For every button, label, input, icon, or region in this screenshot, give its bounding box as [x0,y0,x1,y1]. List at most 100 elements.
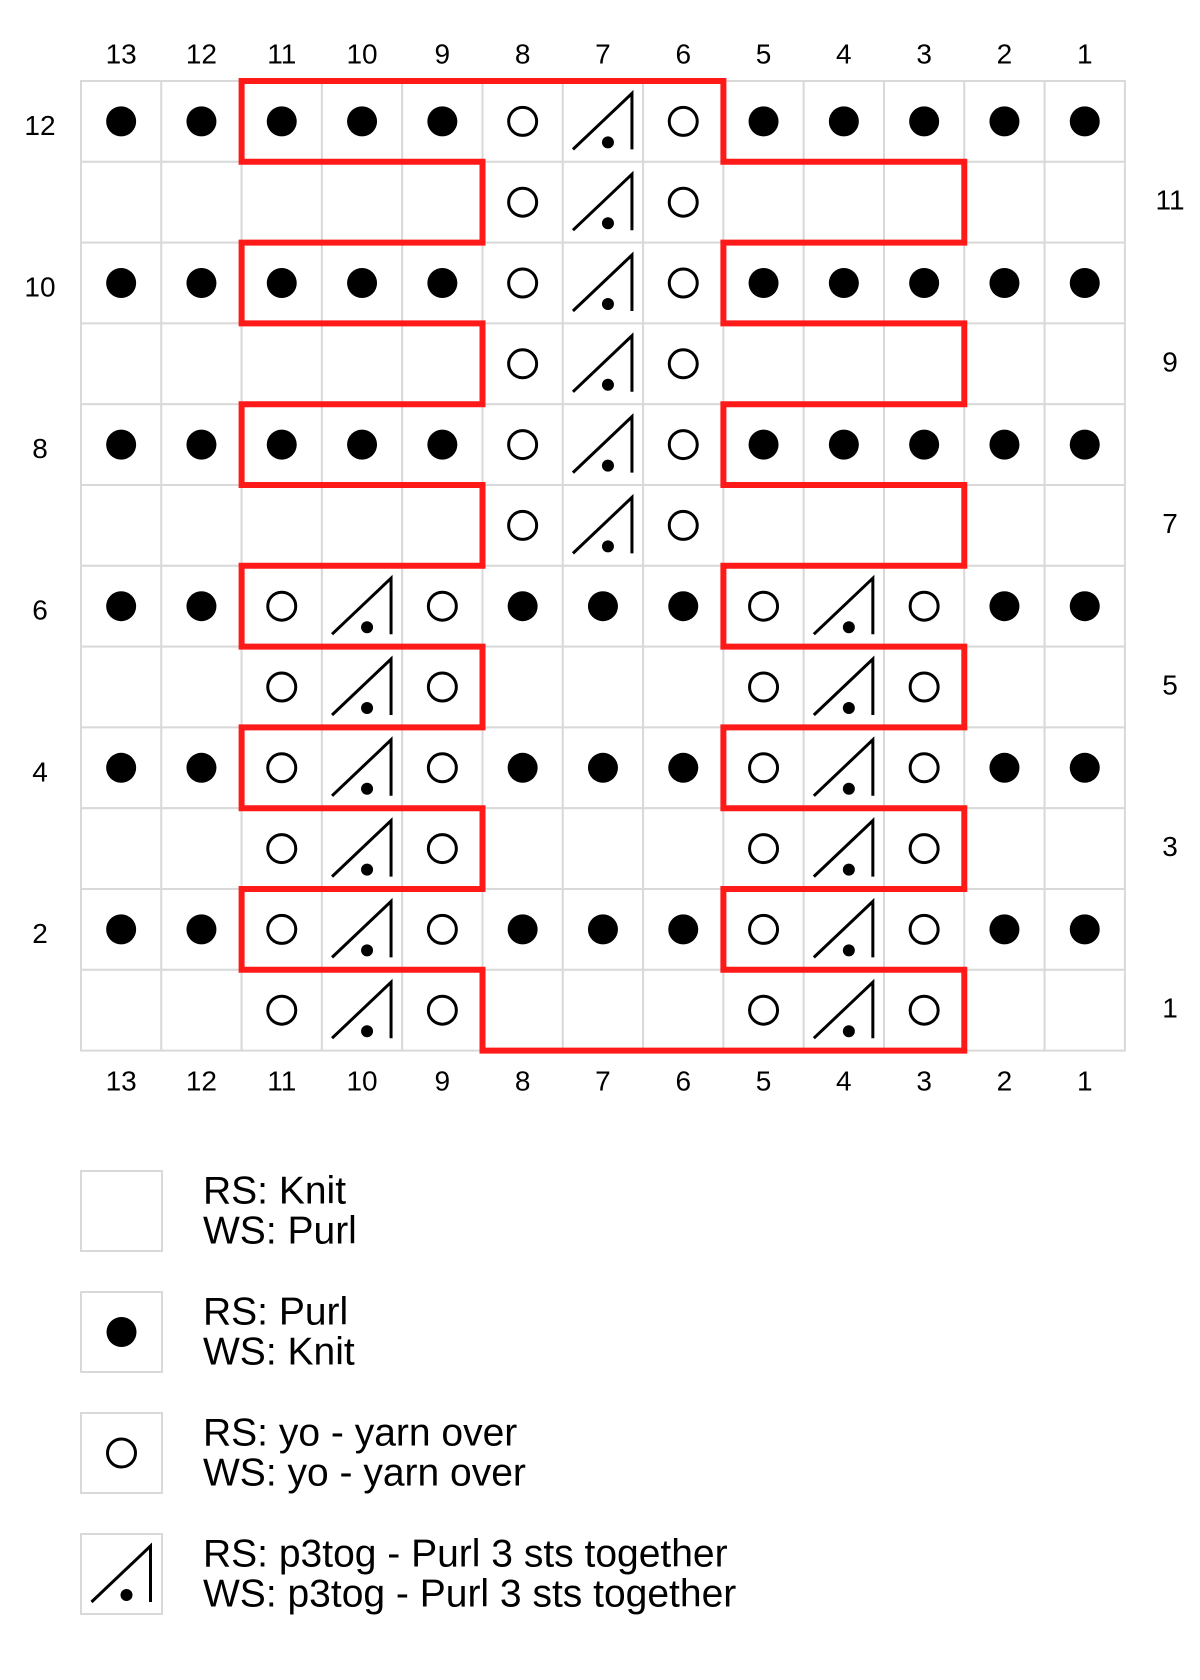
column-label-bottom: 2 [997,1066,1013,1097]
purl-dot-icon [587,752,618,783]
column-label-top: 12 [186,39,217,70]
legend-rs-text: RS: Knit [203,1170,346,1213]
p3tog-stroke [812,897,875,959]
purl-dot-icon [748,268,779,298]
chart-cell [160,807,243,891]
chart-cell [240,160,323,244]
chart-cell [240,888,323,971]
row-label-left: 4 [32,756,48,787]
p3tog-stroke [90,1542,152,1604]
yarn-over-circle-icon [426,994,458,1026]
chart-cell [883,726,966,810]
chart-cell [883,807,966,891]
p3tog-dot [601,217,614,230]
p3tog-icon [331,817,393,878]
yarn-over-circle-icon [426,671,458,703]
chart-cell [401,807,484,891]
row-label-right: 1 [1162,993,1178,1024]
p3tog-icon [571,493,634,555]
column-label-top: 8 [515,39,531,70]
chart-grid [80,80,1126,1052]
p3tog-icon [812,817,875,878]
chart-cell [883,322,966,406]
yarn-over-circle-icon [667,267,699,299]
purl-dot-icon [106,752,137,783]
p3tog-dot [361,863,374,876]
yarn-over-circle-icon [426,833,458,865]
chart-cell [80,160,163,244]
column-label-bottom: 11 [267,1066,296,1097]
row-label-left: 8 [32,433,48,464]
chart-cell [561,807,645,891]
p3tog-icon [812,897,875,959]
purl-dot-icon [347,268,378,298]
purl-dot-icon [1069,591,1100,622]
purl-dot-icon [748,106,779,137]
row-label-left: 6 [32,595,48,626]
p3tog-icon [571,170,634,232]
p3tog-dot [601,136,614,149]
chart-cell [642,645,725,729]
row-label-right: 9 [1162,346,1178,377]
chart-cell [481,484,564,567]
purl-dot-icon [828,106,859,137]
yarn-over-circle-icon [507,348,539,380]
column-label-top: 6 [675,39,691,70]
p3tog-icon [571,332,634,393]
chart-cell [160,484,243,567]
yarn-over-circle-icon [667,509,699,541]
p3tog-stroke [331,736,393,797]
yarn-over-circle-icon [507,509,539,541]
chart-cell [802,484,886,567]
purl-dot-icon [989,429,1020,460]
column-label-bottom: 13 [106,1066,137,1097]
chart-cell [481,241,564,325]
p3tog-stroke [812,574,875,636]
chart-cell [963,484,1046,567]
p3tog-stroke [571,332,634,393]
chart-cell [240,807,323,891]
purl-dot-icon [828,268,859,298]
chart-cell [561,645,645,729]
chart-cell [240,484,323,567]
column-label-bottom: 3 [916,1066,932,1097]
chart-cell [883,484,966,567]
yarn-over-circle-icon [266,913,298,945]
purl-dot-icon [587,914,618,945]
column-label-top: 13 [106,39,137,70]
chart-cell [642,484,725,567]
p3tog-stroke [812,978,875,1040]
p3tog-icon [331,574,393,636]
yarn-over-circle-icon [426,913,458,945]
p3tog-stroke [571,493,634,555]
yarn-over-circle-icon [266,590,298,622]
purl-dot-icon [106,914,137,945]
chart-cell [401,160,484,244]
yarn-over-circle-icon [667,105,699,137]
p3tog-stroke [812,655,875,717]
purl-dot-icon [106,429,137,460]
purl-dot-icon [989,591,1020,622]
yarn-over-circle-icon [748,994,780,1026]
p3tog-stroke [331,817,393,878]
p3tog-icon [331,897,393,959]
chart-cell [1043,484,1126,567]
p3tog-dot [361,782,374,795]
p3tog-dot [601,298,614,310]
purl-dot-icon [668,914,699,945]
p3tog-dot [361,944,374,957]
purl-dot-icon [909,268,940,298]
purl-dot-icon [186,429,217,460]
purl-dot-icon [507,914,538,945]
yarn-over-circle-icon [748,833,780,865]
column-label-top: 4 [836,39,852,70]
chart-cell [401,322,484,406]
legend-ws-text: WS: p3tog - Purl 3 sts together [203,1573,736,1616]
chart-cell [481,807,564,891]
p3tog-stroke [571,89,634,151]
chart-cell [240,322,323,406]
